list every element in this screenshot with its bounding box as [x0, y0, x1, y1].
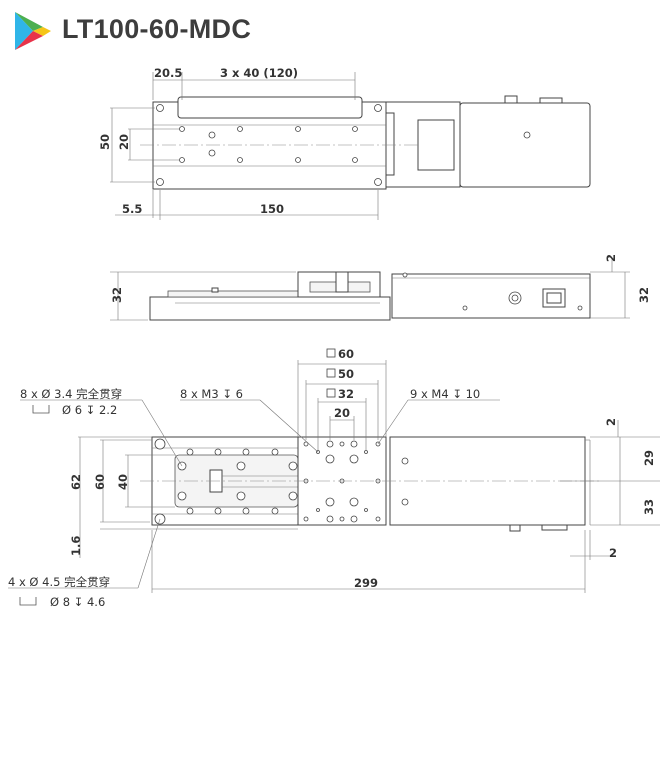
side-view: 32 2 32: [110, 254, 651, 321]
counterbore-icon: [19, 597, 37, 606]
dim-20-span: 20: [334, 406, 350, 420]
dim-50: 50: [98, 134, 112, 150]
dim-20-5: 20.5: [154, 66, 182, 80]
dim-33: 33: [642, 499, 656, 515]
dim-sq50: 50: [338, 367, 354, 381]
dim-5-5: 5.5: [122, 202, 142, 216]
callout-holes-3-4: 8 x Ø 3.4 完全贯穿: [20, 387, 122, 401]
bottom-view: 60 50 32 20 62 60 40 1.6 2 29 33 2 299: [8, 347, 660, 609]
dim-62: 62: [69, 474, 83, 490]
dim-32-left: 32: [110, 287, 124, 303]
dim-60: 60: [93, 474, 107, 490]
dim-1-6: 1.6: [69, 536, 83, 556]
callout-m3: 8 x M3 ↧ 6: [180, 387, 243, 401]
callout-holes-4-5: 4 x Ø 4.5 完全贯穿: [8, 575, 110, 589]
logo-icon: [15, 12, 51, 50]
dim-2-top-bottom: 2: [604, 418, 618, 426]
dim-150: 150: [260, 202, 284, 216]
dim-2-right: 2: [609, 546, 617, 560]
dim-20: 20: [117, 134, 131, 150]
callout-m4: 9 x M4 ↧ 10: [410, 387, 480, 401]
dim-32-right: 32: [637, 287, 651, 303]
carriage-holes: [303, 440, 381, 523]
callout-counterbore-8: Ø 8 ↧ 4.6: [50, 595, 105, 609]
base-holes: [154, 438, 298, 525]
dim-sq60: 60: [338, 347, 354, 361]
dim-pitch: 3 x 40 (120): [220, 66, 298, 80]
callout-counterbore-6: Ø 6 ↧ 2.2: [62, 403, 117, 417]
mount-holes: [156, 104, 382, 186]
page-title: LT100-60-MDC: [62, 14, 252, 44]
dim-40: 40: [116, 474, 130, 490]
dim-29: 29: [642, 450, 656, 466]
counterbore-icon: [32, 405, 50, 414]
dim-299: 299: [354, 576, 378, 590]
dim-2-top: 2: [604, 254, 618, 262]
top-view: 20.5 3 x 40 (120) 50 20 5.5 150: [98, 66, 591, 220]
dim-sq32: 32: [338, 387, 354, 401]
